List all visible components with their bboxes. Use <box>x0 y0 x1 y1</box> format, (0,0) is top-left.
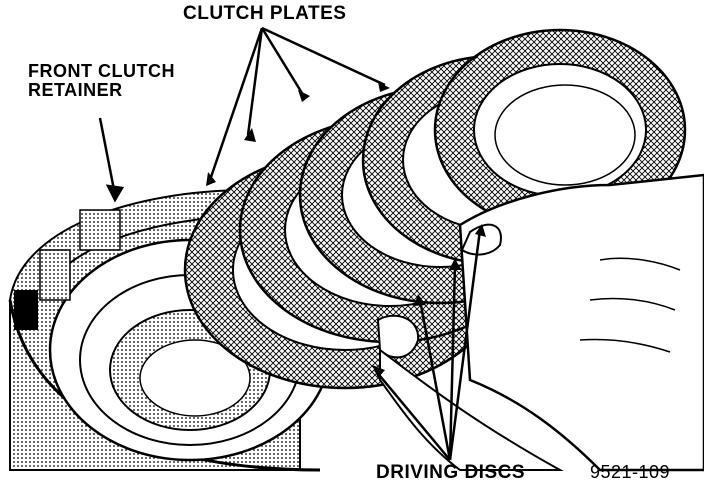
driving-discs-arrowheads <box>372 224 486 378</box>
front-clutch-retainer-line2: RETAINER <box>28 79 123 100</box>
retainer-leader <box>98 117 125 203</box>
figure-number: 9521-109 <box>590 462 671 482</box>
clutch-plates-leaders <box>208 26 386 181</box>
front-clutch-retainer-label: FRONT CLUTCH RETAINER <box>28 62 175 100</box>
driving-discs-label: DRIVING DISCS <box>376 462 526 483</box>
clutch-pack <box>183 28 687 390</box>
front-clutch-retainer-line1: FRONT CLUTCH <box>28 61 175 81</box>
hands <box>376 173 704 472</box>
driving-discs-leaders <box>374 229 482 461</box>
clutch-plates-label: CLUTCH PLATES <box>183 3 347 24</box>
clutch-plates-arrowheads <box>206 82 390 186</box>
